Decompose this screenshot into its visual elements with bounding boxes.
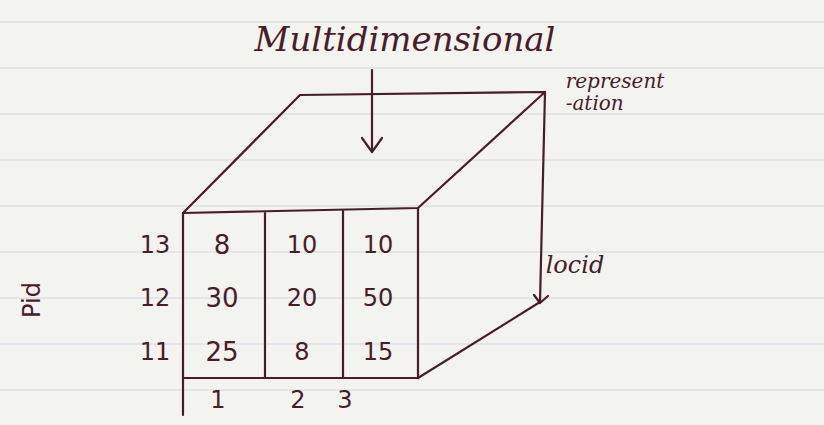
title-word: Multidimensional	[255, 21, 556, 58]
ruled-lines	[0, 22, 824, 390]
table-cell: 25	[205, 338, 238, 367]
row-label: 13	[140, 232, 171, 258]
table-cell: 15	[363, 339, 394, 365]
table-cell: 10	[287, 232, 318, 258]
axis-label: locid	[546, 252, 605, 278]
column-label: 3	[337, 387, 352, 413]
table-cell: 8	[294, 339, 309, 365]
row-label: 11	[140, 339, 171, 365]
row-label: 12	[140, 285, 171, 311]
column-label: 1	[210, 387, 225, 413]
table-cell: 50	[363, 285, 394, 311]
axis-label: Pid	[19, 282, 45, 318]
table-cell: 30	[205, 284, 238, 313]
table-cell: 10	[363, 232, 394, 258]
side-note: represent -ation	[566, 70, 665, 114]
column-label: 2	[290, 387, 305, 413]
data-cube	[183, 70, 548, 415]
table-cell: 20	[287, 285, 318, 311]
table-cell: 8	[214, 231, 231, 260]
